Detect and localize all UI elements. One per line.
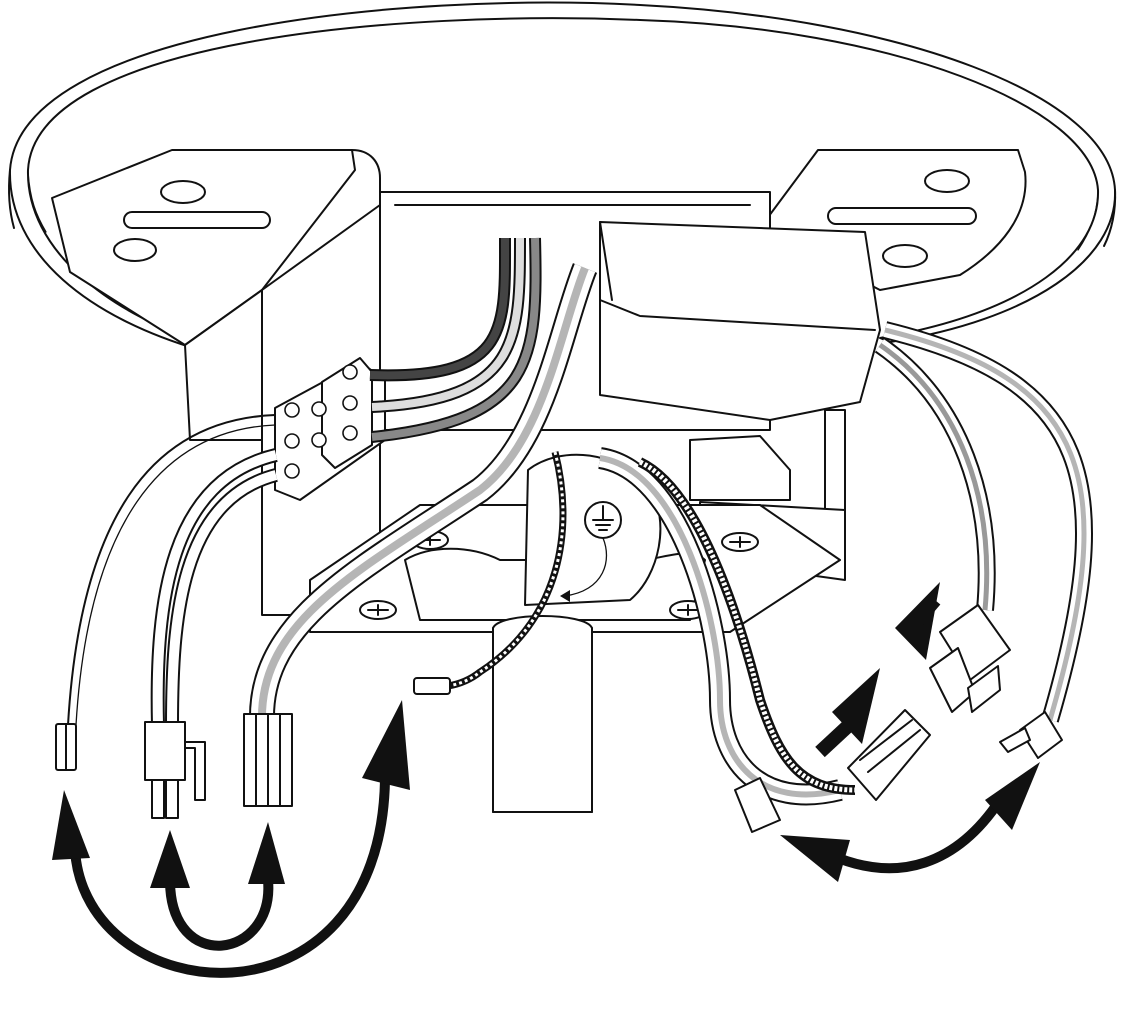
insert-arrows-multi-pin xyxy=(815,582,941,758)
connect-arrow-single-to-ground xyxy=(52,700,410,978)
left-bracket-foot xyxy=(51,149,381,591)
mount-slot xyxy=(827,207,977,225)
mains-wires xyxy=(369,237,542,443)
single-wire xyxy=(67,414,276,726)
right-small-plug xyxy=(999,711,1063,759)
connect-arrow-4pin-to-3pin xyxy=(150,822,285,951)
mount-hole xyxy=(882,244,928,268)
right-flat-socket xyxy=(734,777,781,833)
four-pin-male-connector xyxy=(144,721,206,819)
mount-slot xyxy=(123,211,271,229)
ground-lug-connector xyxy=(413,677,451,695)
connect-arrow-right-plugs xyxy=(780,762,1040,882)
canopy-plate xyxy=(8,1,1117,351)
harness-to-4pin xyxy=(150,448,278,726)
ground-braid xyxy=(447,451,567,690)
earth-ground-icon xyxy=(560,501,622,602)
multi-pin-socket xyxy=(929,604,1011,713)
multi-pin-plug xyxy=(847,709,931,801)
mount-hole xyxy=(924,169,970,193)
terminal-block xyxy=(274,357,386,501)
phillips-screw-icon xyxy=(359,600,397,620)
phillips-screw-icon xyxy=(721,532,759,552)
mount-hole xyxy=(160,180,206,204)
right-cable-bundle xyxy=(597,447,856,806)
right-upper-wires xyxy=(874,321,1093,723)
mount-hole xyxy=(113,238,157,262)
thick-cable-left xyxy=(248,263,598,721)
three-pin-male-connector xyxy=(243,713,293,807)
single-wire-inner xyxy=(75,424,276,726)
single-pin-connector xyxy=(55,723,77,771)
